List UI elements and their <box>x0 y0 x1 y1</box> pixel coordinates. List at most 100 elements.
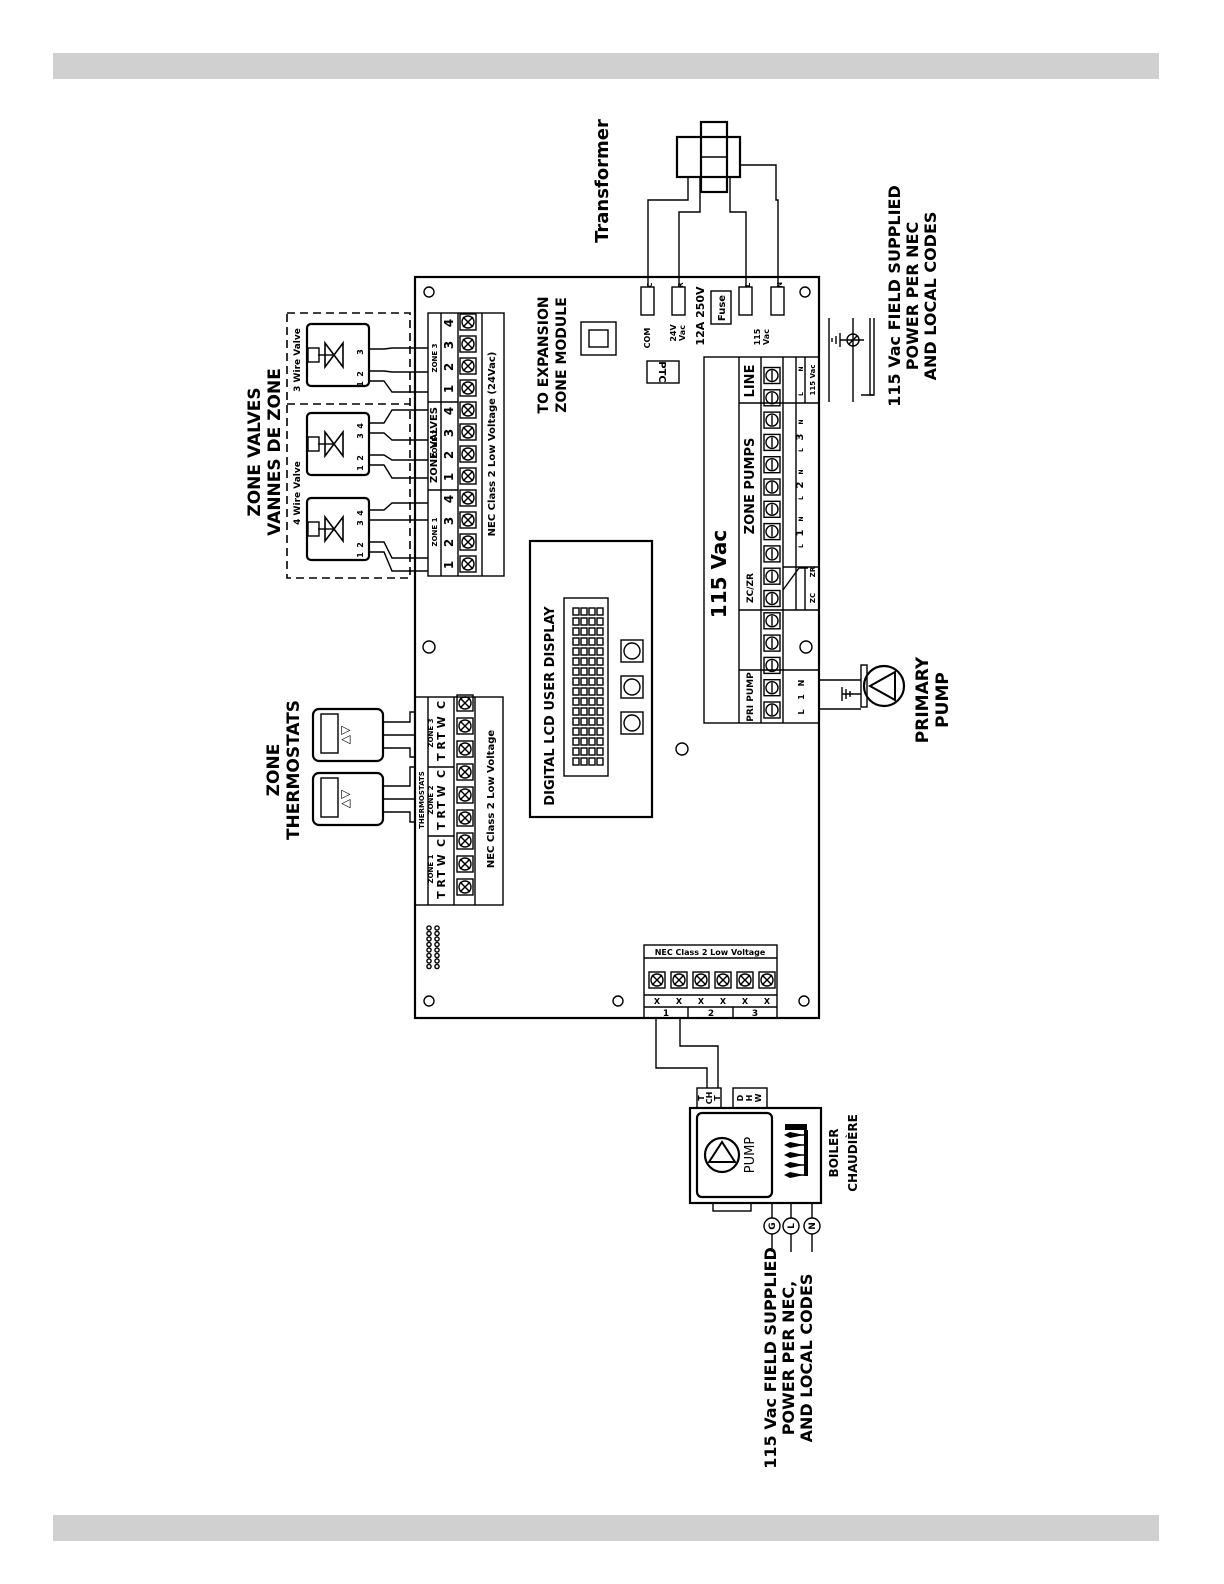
dip-switch[interactable] <box>426 941 432 948</box>
thermostat-terminal-screw[interactable] <box>456 694 474 712</box>
valve-zone-label: ZONE 1 <box>431 517 439 546</box>
valve-wire <box>369 347 428 350</box>
line-voltage-terminal-screw[interactable] <box>763 456 781 474</box>
dip-switch[interactable] <box>434 925 440 931</box>
line-voltage-terminal-screw[interactable] <box>763 545 781 563</box>
dip-switch[interactable] <box>434 963 440 970</box>
thermostat-terminal-screw[interactable] <box>456 763 474 781</box>
boiler-terminal-screw[interactable] <box>714 971 732 989</box>
line-voltage-terminal-screw[interactable] <box>763 612 781 630</box>
boiler-terminal-screw[interactable] <box>758 971 776 989</box>
valve-terminal-screw[interactable] <box>459 423 477 441</box>
lcd-character-cell <box>588 697 596 706</box>
valve-terminal-number: 4 <box>442 407 456 415</box>
line-voltage-terminal-screw[interactable] <box>763 389 781 407</box>
line-voltage-terminal-screw[interactable] <box>763 433 781 452</box>
dip-switch[interactable] <box>426 952 432 959</box>
terminal-n[interactable] <box>770 286 785 316</box>
boiler-label-fr: CHAUDIÈRE <box>845 1114 860 1192</box>
dip-switch[interactable] <box>426 930 432 937</box>
lcd-character-cell <box>588 617 596 626</box>
valve-terminal-screw[interactable] <box>459 533 477 551</box>
line-voltage-terminal-screw[interactable] <box>763 567 781 585</box>
com-label: COM <box>643 328 652 349</box>
lcd-character-cell <box>580 727 588 736</box>
svg-text:△▽: △▽ <box>338 725 352 744</box>
lcd-character-cell <box>596 757 604 766</box>
thermostat-terminal-screw[interactable] <box>456 809 474 827</box>
boiler-terminal-screw[interactable] <box>648 971 666 989</box>
dip-switch[interactable] <box>426 958 432 964</box>
line-voltage-terminal-screw[interactable] <box>763 366 781 385</box>
thermostat-terminal-screw[interactable] <box>456 855 474 873</box>
thermostat-terminal-screw[interactable] <box>456 878 474 896</box>
display-button[interactable] <box>620 711 644 735</box>
boiler <box>688 1087 823 1212</box>
dip-switch[interactable] <box>434 941 440 948</box>
dip-switch[interactable] <box>434 947 440 953</box>
field-power-top-2: POWER PER NEC <box>903 222 922 370</box>
valve-terminal-screw[interactable] <box>459 445 477 463</box>
valve-zone-label: ZONE 3 <box>431 343 439 372</box>
line-voltage-terminal-screw[interactable] <box>763 500 781 518</box>
boiler-terminal-screw[interactable] <box>692 971 710 989</box>
valve-terminal-screw[interactable] <box>459 489 477 507</box>
valve-terminal-screw[interactable] <box>459 335 477 353</box>
zone-valves-title-fr: VANNES DE ZONE <box>265 368 285 536</box>
lcd-character-cell <box>572 607 580 616</box>
valve-terminal-screw[interactable] <box>459 467 477 485</box>
dip-switch[interactable] <box>434 952 440 959</box>
valve-terminal-screw[interactable] <box>459 401 477 419</box>
dip-switch[interactable] <box>434 930 440 937</box>
valve-terminal-screw[interactable] <box>459 313 477 331</box>
display-button[interactable] <box>620 675 644 699</box>
dip-switch[interactable] <box>426 947 432 953</box>
dip-switch[interactable] <box>426 925 432 931</box>
thermostat-terminal-screw[interactable] <box>456 786 474 804</box>
terminal-c[interactable] <box>640 286 655 316</box>
valve-terminal-screw[interactable] <box>459 379 477 397</box>
line-voltage-terminal-screw[interactable] <box>763 411 781 429</box>
line-voltage-terminal-screw[interactable] <box>763 701 781 719</box>
thermostat-terminal-label: T W <box>435 785 448 808</box>
dip-switch[interactable] <box>434 958 440 964</box>
terminal-l[interactable] <box>738 286 753 316</box>
valve-wire-number: 2 <box>356 371 365 377</box>
pri-pump-terminal-label: 1 <box>797 694 806 700</box>
rj-jack[interactable] <box>580 321 617 356</box>
lcd-screen <box>563 597 609 777</box>
lcd-character-cell <box>588 667 596 676</box>
zone-pump-terminal-label: L <box>798 392 805 396</box>
thermostat-terminal-label: C <box>435 770 448 778</box>
terminal-r[interactable] <box>671 286 686 316</box>
line-voltage-terminal-screw[interactable] <box>763 522 781 541</box>
115vac-label-2: Vac <box>762 329 771 345</box>
valve-wire <box>369 380 428 393</box>
boiler-terminal-screw[interactable] <box>736 971 754 989</box>
line-voltage-terminal-screw[interactable] <box>763 679 781 697</box>
thermostats-terminal-block <box>414 696 504 906</box>
valve-terminal-screw[interactable] <box>459 555 477 573</box>
boiler-terminal-number: 3 <box>752 1009 758 1019</box>
dip-switch[interactable] <box>426 963 432 970</box>
boiler-terminal-screw[interactable] <box>670 971 688 989</box>
line-voltage-terminal-screw[interactable] <box>763 656 781 675</box>
dip-switch[interactable] <box>434 936 440 942</box>
lcd-character-cell <box>588 707 596 716</box>
lcd-character-cell <box>596 727 604 736</box>
valve-wire-number: 1 <box>356 381 365 387</box>
line-voltage-terminal-screw[interactable] <box>763 634 781 652</box>
display-button[interactable] <box>620 639 644 663</box>
thermostat-terminal-screw[interactable] <box>456 832 474 850</box>
line-voltage-terminal-screw[interactable] <box>763 589 781 608</box>
line-voltage-terminal-screw[interactable] <box>763 478 781 496</box>
valve-terminal-screw[interactable] <box>459 511 477 529</box>
three-wire-valve-label: 3 Wire Valve <box>293 328 303 392</box>
dip-switch[interactable] <box>426 936 432 942</box>
valve-terminal-screw[interactable] <box>459 357 477 375</box>
thermostat-terminal-screw[interactable] <box>456 717 474 735</box>
thermostat-terminal-screw[interactable] <box>456 740 474 758</box>
terminal-l-label: L <box>744 282 752 287</box>
lcd-character-cell <box>572 627 580 636</box>
